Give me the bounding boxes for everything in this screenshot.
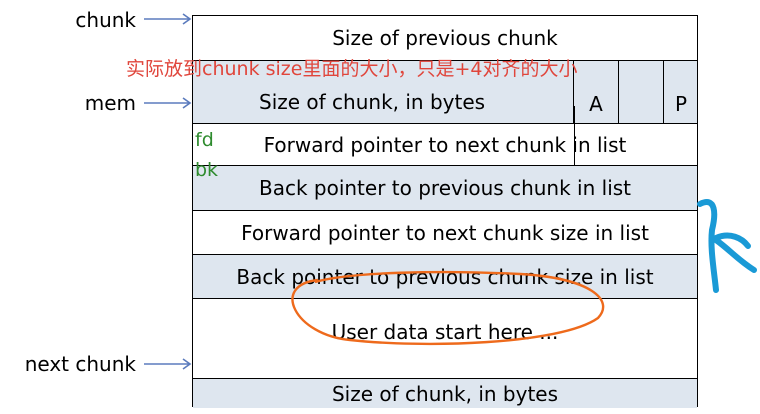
bk-label: Back pointer to previous chunk in list (258, 176, 632, 200)
chunk-pointer-label: chunk (75, 8, 136, 32)
flag-bits: A P (573, 60, 698, 123)
mem-arrow (144, 97, 192, 109)
next-chunk-pointer-label: next chunk (24, 352, 136, 376)
row-bk: Back pointer to previous chunk in list (193, 166, 697, 211)
next-size-label: Size of chunk, in bytes (331, 381, 559, 406)
fd-note: fd (195, 129, 214, 151)
next-chunk-arrow (144, 358, 192, 370)
user-data-circle (291, 270, 605, 346)
bk-nextsize-label: Back pointer to previous chunk size in l… (236, 264, 654, 289)
size-annotation: 实际放到chunk size里面的大小，只是+4对齐的大小 (126, 58, 578, 80)
chunk-structure: Size of previous chunk Size of chunk, in… (192, 15, 698, 408)
bit-a-cell: A (573, 60, 618, 123)
fd-nextsize-label: Forward pointer to next chunk size in li… (241, 220, 649, 245)
row-fd: Forward pointer to next chunk in list (193, 124, 697, 166)
row-prev-size: Size of previous chunk (193, 16, 697, 61)
prev-size-label: Size of previous chunk (332, 26, 558, 50)
size-label: Size of chunk, in bytes (259, 90, 486, 114)
row-bk-nextsize: Back pointer to previous chunk size in l… (193, 255, 697, 299)
row-fd-nextsize: Forward pointer to next chunk size in li… (193, 211, 697, 255)
fd-label: Forward pointer to next chunk in list (263, 132, 627, 157)
row-next-size: Size of chunk, in bytes (193, 379, 697, 408)
blue-squiggle (697, 199, 757, 293)
bit-p-cell: P (663, 60, 698, 123)
mem-pointer-label: mem (84, 91, 136, 115)
bk-note: bk (195, 159, 219, 181)
chunk-arrow (144, 13, 192, 25)
bit-a (574, 106, 575, 169)
row-size: Size of chunk, in bytes (193, 61, 697, 169)
bit-m-cell (618, 60, 663, 123)
